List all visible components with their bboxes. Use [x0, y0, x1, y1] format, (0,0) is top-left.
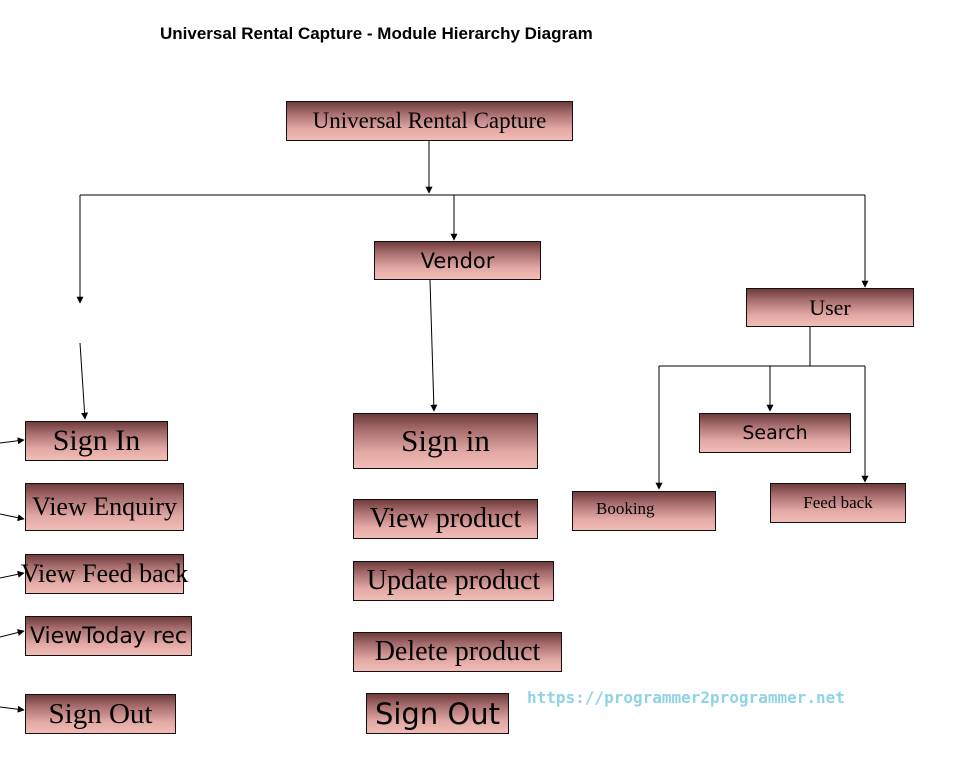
vendor-module-box: Vendor	[374, 241, 541, 280]
root-module-box: Universal Rental Capture	[286, 101, 573, 141]
vendor-sign-out-box: Sign Out	[366, 693, 509, 734]
user-booking-box: Booking	[572, 491, 716, 531]
admin-view-feedback-box: View Feed back	[21, 554, 188, 594]
watermark-url: https://programmer2programmer.net	[527, 688, 845, 707]
admin-view-today-rec-box: ViewToday rec	[25, 616, 192, 656]
vendor-sign-in-box: Sign in	[353, 413, 538, 469]
vendor-update-product-box: Update product	[353, 561, 554, 601]
admin-view-enquiry-box: View Enquiry	[25, 483, 184, 531]
admin-sign-in-box: Sign In	[25, 421, 168, 461]
diagram-title: Universal Rental Capture - Module Hierar…	[160, 24, 593, 43]
admin-sign-out-box: Sign Out	[25, 694, 176, 734]
user-feedback-box: Feed back	[770, 483, 906, 523]
user-search-box: Search	[699, 413, 851, 453]
user-module-box: User	[746, 288, 914, 327]
vendor-view-product-box: View product	[353, 499, 538, 539]
vendor-delete-product-box: Delete product	[353, 632, 562, 672]
